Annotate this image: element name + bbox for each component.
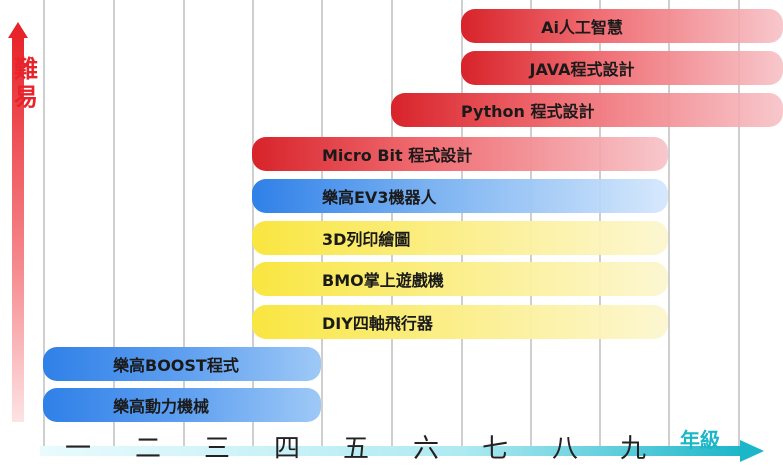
course-label: JAVA程式設計: [529, 60, 635, 79]
grid-line: [183, 0, 185, 452]
grade-tick: 四: [273, 434, 300, 464]
course-bar-3d-print: 3D列印繪圖: [252, 221, 668, 255]
grade-tick: 八: [551, 434, 578, 464]
difficulty-label-easy: 易: [14, 83, 38, 111]
course-label: 樂高EV3機器人: [322, 188, 437, 207]
grid-line: [668, 0, 670, 452]
grade-tick: 五: [342, 434, 369, 464]
difficulty-arrow-icon: [8, 22, 28, 422]
grid-line: [738, 0, 740, 452]
grade-tick: 二: [134, 434, 161, 464]
grade-tick: 九: [619, 434, 646, 464]
course-label: 3D列印繪圖: [322, 230, 411, 249]
course-bar-power-machine: 樂高動力機械: [43, 388, 321, 422]
course-bar-drone: DIY四軸飛行器: [252, 305, 668, 339]
course-label: DIY四軸飛行器: [322, 314, 433, 333]
grade-tick: 七: [481, 434, 508, 464]
grade-axis-title: 年級: [680, 428, 720, 452]
course-bar-ai: Ai人工智慧: [461, 9, 783, 43]
course-label: Micro Bit 程式設計: [322, 146, 473, 165]
course-bar-ev3: 樂高EV3機器人: [252, 179, 668, 213]
difficulty-label-hard: 難: [14, 55, 38, 83]
grade-tick: 一: [64, 434, 91, 464]
course-bar-bmo: BMO掌上遊戲機: [252, 262, 668, 296]
course-label: Python 程式設計: [461, 102, 595, 121]
course-bar-java: JAVA程式設計: [461, 51, 783, 85]
grade-tick: 六: [412, 434, 439, 464]
course-label: 樂高BOOST程式: [113, 356, 239, 375]
course-label: 樂高動力機械: [113, 397, 210, 416]
course-bar-microbit: Micro Bit 程式設計: [252, 137, 668, 171]
course-label: Ai人工智慧: [541, 18, 623, 37]
course-bar-python: Python 程式設計: [391, 93, 783, 127]
course-bar-boost: 樂高BOOST程式: [43, 347, 321, 381]
grid-line: [43, 0, 45, 452]
grade-tick: 三: [203, 434, 230, 464]
grid-line: [113, 0, 115, 452]
course-label: BMO掌上遊戲機: [322, 271, 444, 290]
grid-line: [252, 0, 254, 452]
grade-arrow-icon: [40, 440, 764, 462]
